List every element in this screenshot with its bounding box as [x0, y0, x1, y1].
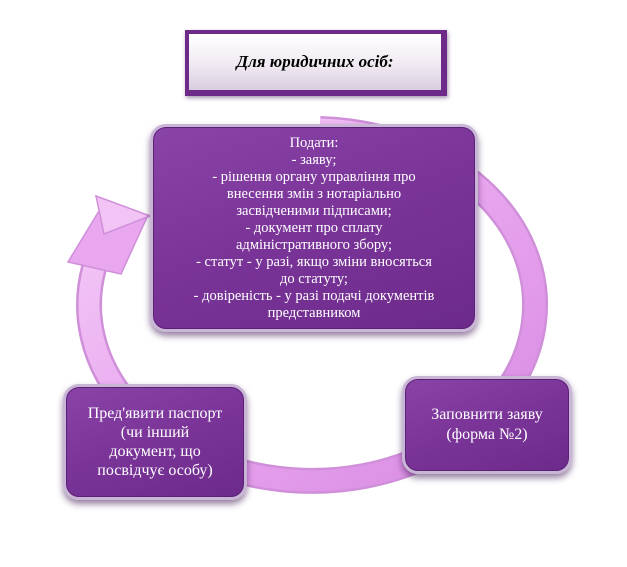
submit-line: - рішення органу управління про	[212, 168, 416, 185]
submit-line: представником	[267, 304, 361, 321]
submit-line: - статут - у разі, якщо зміни вносяться	[196, 253, 432, 270]
submit-line: - заяву;	[291, 151, 337, 168]
show-passport-line: (чи інший	[120, 424, 190, 441]
title-text: Для юридичних осіб:	[236, 52, 394, 71]
show-passport-line: посвідчує особу)	[97, 462, 213, 479]
submit-line: до статуту;	[280, 270, 348, 287]
submit-line: - довіреність - у разі подачі документів	[193, 287, 435, 304]
submit-line: адміністративного збору;	[236, 236, 392, 253]
submit-line: - документ про сплату	[245, 219, 383, 236]
submit-documents-card: Подати: - заяву; - рішення органу управл…	[150, 124, 478, 332]
submit-line: Подати:	[289, 134, 339, 151]
show-passport-line: документ, що	[109, 443, 201, 460]
title-box: Для юридичних осіб:	[185, 30, 447, 96]
fill-application-line: Заповнити заяву	[431, 406, 543, 423]
submit-line: внесення змін з нотаріально	[226, 185, 402, 202]
fill-application-card: Заповнити заяву (форма №2)	[402, 376, 572, 474]
submit-line: засвідченими підписами;	[236, 202, 392, 219]
cycle-arrow-tip	[94, 194, 153, 236]
show-passport-line: Пред'явити паспорт	[87, 405, 223, 422]
show-passport-card: Пред'явити паспорт (чи інший документ, щ…	[63, 384, 247, 500]
fill-application-line: (форма №2)	[446, 426, 528, 443]
